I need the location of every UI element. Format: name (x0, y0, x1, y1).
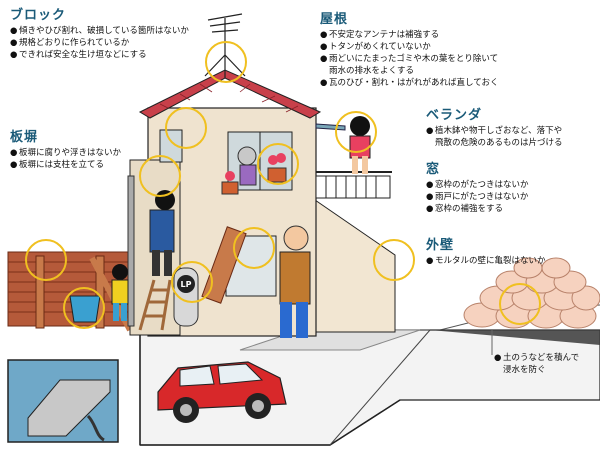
man-at-pipe (149, 190, 175, 276)
callout-veranda: ベランダ ●植木鉢や物干しざおなど、落下や 飛散の危険のあるものは片づける (426, 104, 563, 149)
lp-label: LP (181, 280, 192, 289)
callout-roof: 屋根 ●不安定なアンテナは補強する ●トタンがめくれていないか ●雨どいにたまっ… (320, 8, 499, 89)
roof-item: ●不安定なアンテナは補強する (320, 30, 440, 40)
red-car (157, 361, 287, 423)
block-item: ●できれば安全な生け垣などにする (10, 50, 147, 60)
heading-wall: 外壁 (426, 238, 455, 253)
roof-item: ●瓦のひび・割れ・はがれがあれば直しておく (320, 78, 499, 88)
heading-window: 窓 (426, 162, 441, 177)
check-circles (25, 41, 541, 329)
sandbag-item: 浸水を防ぐ (503, 365, 546, 375)
roof-item: 雨水の排水をよくする (329, 66, 415, 76)
veranda-item: 飛散の危険のあるものは片づける (435, 138, 563, 148)
lp-gas-tank: LP (173, 267, 199, 327)
ladder (138, 279, 172, 331)
sandbag-item: ●土のうなどを積んで (494, 353, 580, 363)
girl-on-veranda (349, 116, 371, 174)
callout-block: ブロック ●傾きやひび割れ、破損している箇所はないか ●規格どおりに作られている… (10, 4, 189, 61)
itabei-item: ●板塀に腐りや浮きはないか (10, 148, 122, 158)
flower-pot (221, 153, 287, 195)
roof-item: ●雨どいにたまったゴミや木の葉をとり除いて (320, 54, 499, 64)
veranda (315, 171, 392, 199)
itabei-item: ●板塀には支柱を立てる (10, 160, 105, 170)
callout-sandbag: ●土のうなどを積んで 浸水を防ぐ (494, 352, 579, 376)
callout-itabei: 板塀 ●板塀に腐りや浮きはないか ●板塀には支柱を立てる (10, 126, 121, 171)
window-item: ●窓枠の補強をする (426, 204, 504, 214)
heading-veranda: ベランダ (426, 108, 483, 123)
heading-block: ブロック (10, 8, 67, 23)
veranda-item: ●植木鉢や物干しざおなど、落下や (426, 126, 563, 136)
window-item: ●雨戸にがたつきはないか (426, 192, 529, 202)
callout-wall: 外壁 ●モルタルの壁に亀裂はないか (426, 234, 546, 267)
roof-item: ●トタンがめくれていないか (320, 42, 431, 52)
boy-with-bucket (69, 264, 129, 323)
block-item: ●傾きやひび割れ、破損している箇所はないか (10, 26, 189, 36)
wall-item: ●モルタルの壁に亀裂はないか (426, 256, 546, 266)
sandbags (463, 257, 600, 329)
window-item: ●窓枠のがたつきはないか (426, 180, 529, 190)
block-item: ●規格どおりに作られているか (10, 38, 130, 48)
drain-inset (7, 359, 119, 443)
heading-roof: 屋根 (320, 12, 349, 27)
callout-window: 窓 ●窓枠のがたつきはないか ●雨戸にがたつきはないか ●窓枠の補強をする (426, 158, 529, 215)
heading-itabei: 板塀 (10, 130, 39, 145)
